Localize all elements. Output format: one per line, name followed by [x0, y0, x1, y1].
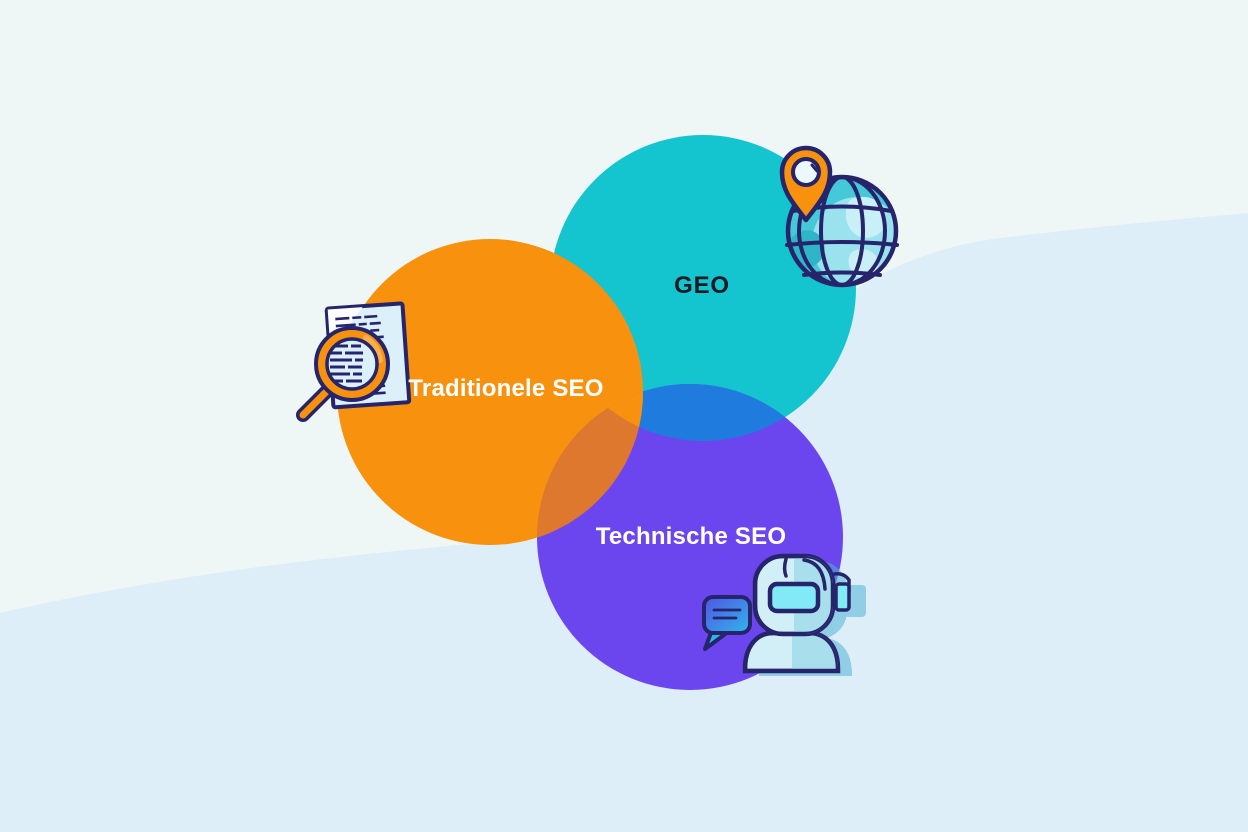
label-traditionele-seo: Traditionele SEO	[408, 375, 604, 402]
overlap-traditionele-technische	[537, 384, 643, 545]
speech-bubble-icon	[702, 595, 752, 651]
chatbot-icon	[702, 553, 866, 676]
label-geo: GEO	[674, 272, 730, 299]
label-technische-seo: Technische SEO	[595, 523, 787, 550]
document-search-icon	[296, 301, 412, 422]
globe-location-icon	[779, 145, 899, 288]
